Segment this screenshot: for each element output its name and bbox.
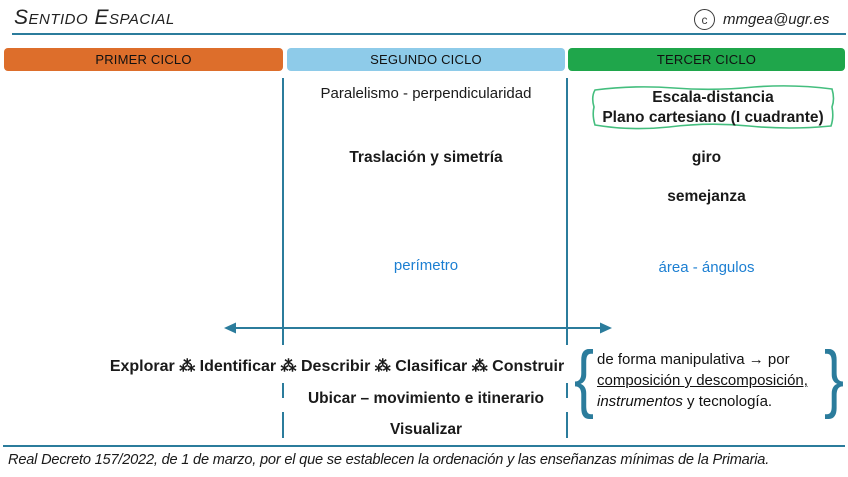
concept-paralelismo: Paralelismo - perpendicularidad: [320, 85, 532, 102]
highlight-box-escala: Escala-distancia Plano cartesiano (I cua…: [589, 83, 837, 132]
footer-citation: Real Decreto 157/2022, de 1 de marzo, po…: [8, 452, 770, 468]
left-brace-icon: {: [574, 336, 595, 420]
process-visualizar: Visualizar: [389, 421, 463, 438]
footer-divider: [3, 445, 845, 447]
copyright-icon: c: [694, 9, 715, 30]
process-ubicar: Ubicar – movimiento e itinerario: [307, 390, 544, 407]
copyright: c mmgea@ugr.es: [694, 9, 829, 30]
highlight-plano-cartesiano: Plano cartesiano (I cuadrante): [602, 108, 824, 126]
title-divider: [12, 33, 846, 35]
cycle-bar-primer-ciclo: PRIMER CICLO: [4, 48, 283, 71]
concept-traslacion-simetria: Traslación y simetría: [349, 149, 503, 166]
cycle-bar-tercer-ciclo: TERCER CICLO: [568, 48, 845, 71]
copyright-email: mmgea@ugr.es: [723, 11, 830, 28]
note-line-2: composición y descomposición,: [597, 372, 808, 389]
process-verbs-line: Explorar ⁂ Identificar ⁂ Describir ⁂ Cla…: [109, 358, 565, 375]
sketch-border-icon: [591, 85, 835, 130]
highlight-escala-distancia: Escala-distancia: [652, 88, 774, 106]
concept-perimetro: perímetro: [393, 257, 459, 274]
right-brace-icon: }: [824, 336, 845, 420]
manipulative-note: de forma manipulativa → por composición …: [597, 349, 822, 412]
concept-giro: giro: [691, 149, 722, 166]
note-line-3: instrumentos y tecnología.: [597, 393, 773, 410]
page-title: Sentido Espacial: [14, 6, 175, 29]
cycle-bar-segundo-ciclo: SEGUNDO CICLO: [287, 48, 565, 71]
concept-area-angulos: área - ángulos: [658, 259, 755, 276]
note-line-1: de forma manipulativa → por: [597, 351, 790, 368]
concept-semejanza: semejanza: [667, 188, 746, 205]
